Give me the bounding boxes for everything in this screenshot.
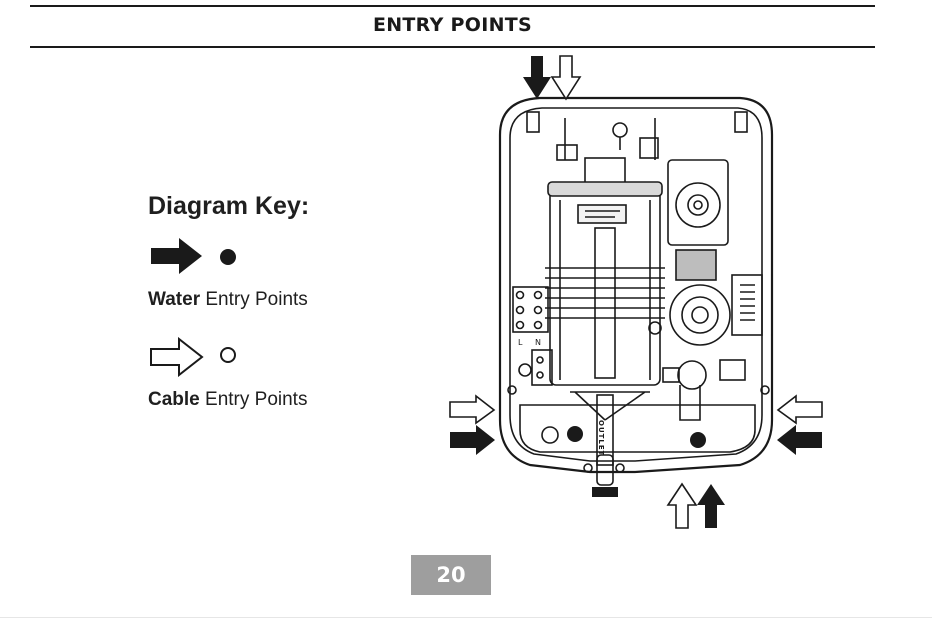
cable-label-bold: Cable bbox=[148, 389, 200, 410]
casing-inner bbox=[509, 107, 763, 462]
casing-outline bbox=[498, 96, 774, 474]
water-label-rest: Entry Points bbox=[200, 289, 308, 310]
cable-entry-arrow-left bbox=[449, 394, 496, 425]
water-entry-arrow-top bbox=[523, 56, 551, 99]
water-entry-arrow-right bbox=[777, 425, 822, 455]
cable-label-rest: Entry Points bbox=[199, 389, 308, 410]
outline-arrow-icon bbox=[150, 337, 204, 377]
water-knockout-right bbox=[690, 432, 706, 448]
terminal-label-n: N bbox=[535, 338, 541, 347]
page-bottom-edge bbox=[0, 617, 932, 618]
solid-circle-icon bbox=[220, 249, 236, 265]
page-number: 20 bbox=[436, 563, 466, 587]
page-title: ENTRY POINTS bbox=[372, 14, 533, 36]
rating-label bbox=[731, 274, 763, 336]
water-entry-arrow-left bbox=[450, 425, 495, 455]
cable-entry-arrow-bottom bbox=[666, 482, 698, 529]
water-entry-arrow-bottom bbox=[697, 484, 725, 528]
terminal-block bbox=[512, 286, 549, 333]
title-underline bbox=[30, 46, 875, 48]
outlet-label: OUTLET bbox=[597, 420, 605, 456]
water-entry-label: Water Entry Points bbox=[148, 289, 308, 311]
solid-arrow-icon bbox=[151, 238, 202, 274]
cable-entry-label: Cable Entry Points bbox=[148, 389, 307, 411]
cable-entry-arrow-right bbox=[776, 394, 823, 425]
diagram-key-heading: Diagram Key: bbox=[148, 192, 310, 220]
water-knockout-left bbox=[567, 426, 583, 442]
cable-knockout bbox=[541, 426, 559, 444]
bottom-tray bbox=[519, 404, 756, 453]
terminal-label-l: L bbox=[518, 338, 523, 347]
water-label-bold: Water bbox=[148, 289, 201, 310]
page-number-box: 20 bbox=[411, 555, 491, 595]
outline-circle-icon bbox=[220, 347, 236, 363]
outlet-pipe bbox=[596, 394, 614, 466]
top-rule bbox=[30, 5, 875, 7]
cable-entry-arrow-top bbox=[550, 55, 582, 101]
valve-body bbox=[667, 159, 729, 246]
shower-unit-diagram: L N OUTLET bbox=[449, 55, 823, 529]
